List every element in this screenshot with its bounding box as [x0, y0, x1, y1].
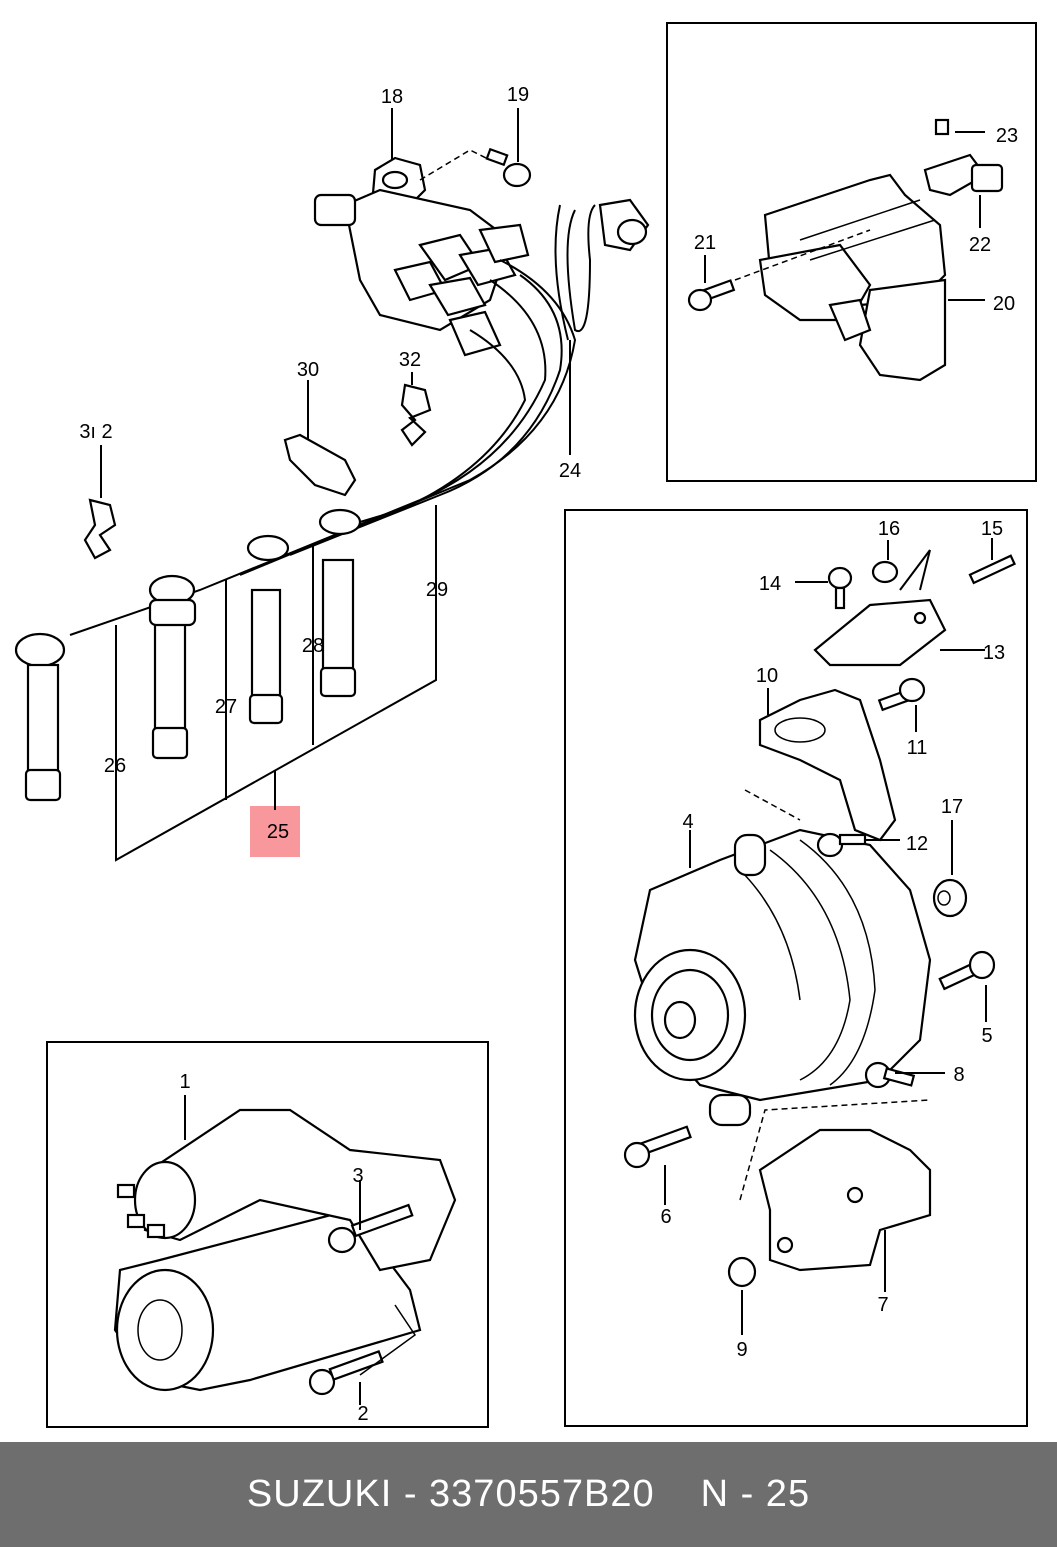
starter-motor: [113, 1095, 457, 1405]
label-13: 13: [983, 642, 1005, 664]
clamp-32: [400, 372, 432, 447]
label-27: 27: [215, 696, 237, 718]
label-17: 17: [941, 796, 963, 818]
plug-boot-2: [148, 574, 197, 760]
label-20: 20: [993, 293, 1015, 315]
label-18: 18: [381, 86, 403, 108]
label-24: 24: [559, 460, 581, 482]
plug-boot-4: [318, 508, 362, 698]
clamp-31: [83, 445, 117, 560]
label-5: 5: [981, 1025, 992, 1047]
label-25: 25: [267, 821, 289, 843]
label-12: 12: [906, 833, 928, 855]
plug-boot-3: [246, 534, 290, 725]
label-9: 9: [736, 1339, 747, 1361]
label-28: 28: [302, 635, 324, 657]
label-6: 6: [660, 1206, 671, 1228]
label-16: 16: [878, 518, 900, 540]
distributor: [313, 156, 530, 357]
label-4: 4: [682, 811, 693, 833]
alternator-assembly: [623, 538, 1016, 1335]
label-32: 32: [399, 349, 421, 371]
clamp-30: [283, 380, 357, 497]
label-15: 15: [981, 518, 1003, 540]
label-7: 7: [877, 1294, 888, 1316]
label-2: 2: [357, 1403, 368, 1425]
parts-diagram: 1 2 3 4 5 6 7 8 9 10 11 12 13 14 15 16 1…: [14, 22, 1037, 1428]
label-23: 23: [996, 125, 1018, 147]
label-30: 30: [297, 359, 319, 381]
highlighted-part-marker: [250, 806, 300, 857]
label-8: 8: [953, 1064, 964, 1086]
bolt-19: [419, 108, 532, 188]
label-3: 3: [352, 1165, 363, 1187]
label-22: 22: [969, 234, 991, 256]
label-14: 14: [759, 573, 781, 595]
footer-part-number: SUZUKI - 3370557B20: [246, 1473, 655, 1515]
frame-alternator: [564, 509, 1028, 1427]
label-10: 10: [756, 665, 778, 687]
frame-sensor: [666, 22, 1037, 482]
label-1: 1: [179, 1071, 190, 1093]
label-21: 21: [694, 232, 716, 254]
sensor-assembly: [687, 118, 1004, 382]
frame-starter: [46, 1041, 489, 1428]
label-19: 19: [507, 84, 529, 106]
ignition-wires: [14, 198, 650, 862]
footer-page-ref: N - 25: [700, 1473, 811, 1515]
label-31: 3ı 2: [79, 421, 112, 443]
footer-bar: SUZUKI - 3370557B20 N - 25: [0, 1442, 1057, 1547]
plug-boot-1: [14, 632, 66, 802]
label-29: 29: [426, 579, 448, 601]
label-26: 26: [104, 755, 126, 777]
label-11: 11: [907, 737, 928, 759]
